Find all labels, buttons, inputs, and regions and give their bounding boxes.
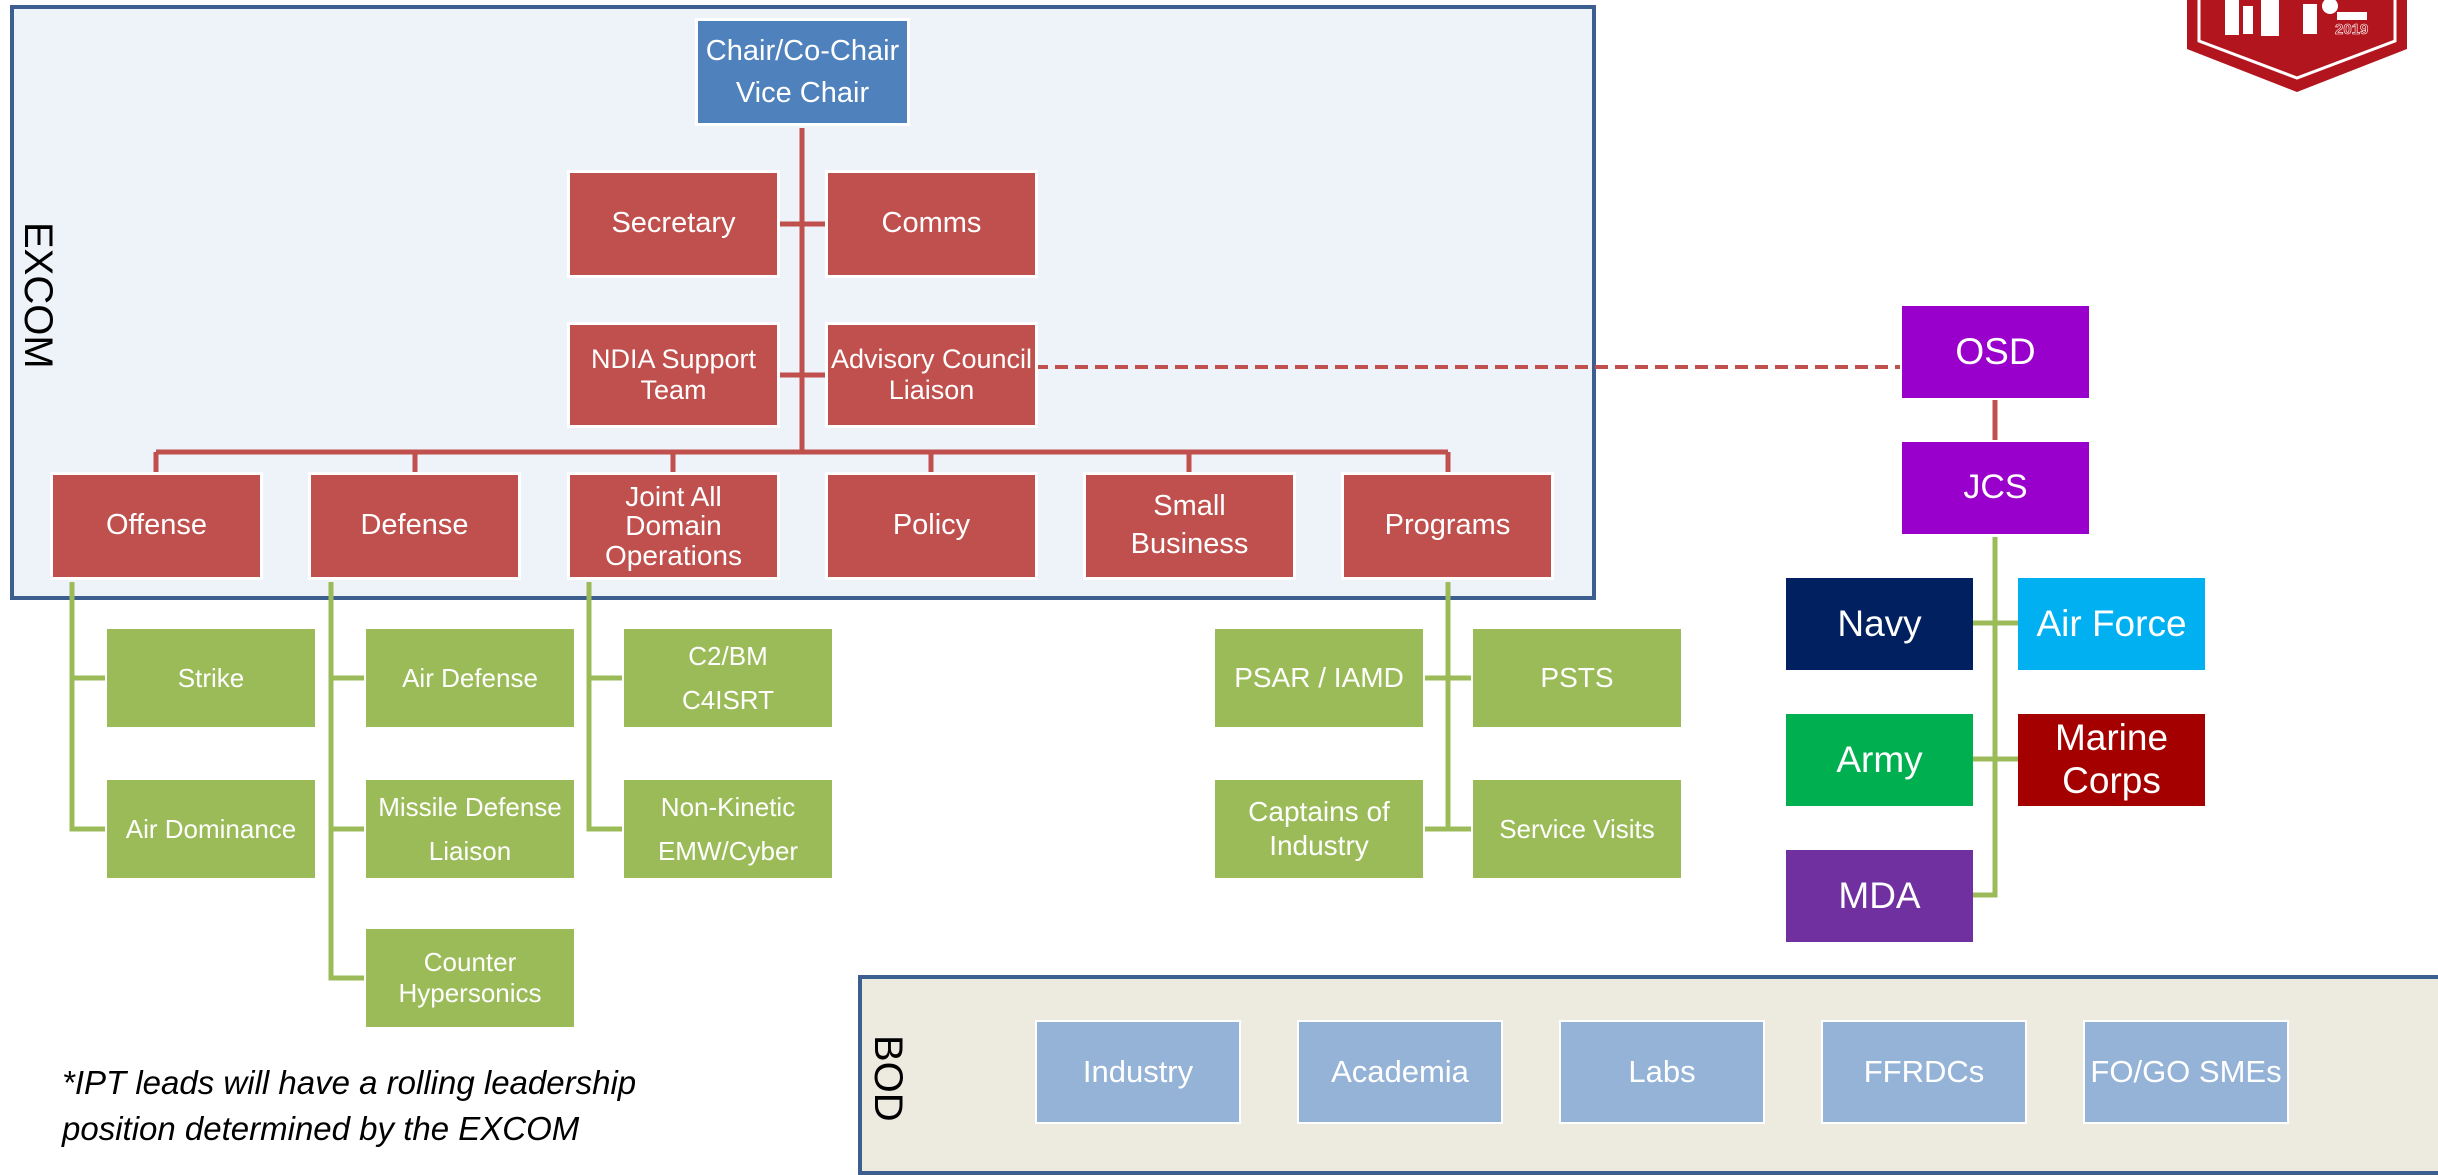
secretary-box: Secretary [567, 170, 780, 278]
ipt-small-business: Small Business [1083, 472, 1296, 580]
sub-strike: Strike [105, 627, 317, 729]
ipt-programs: Programs [1341, 472, 1554, 580]
ipt-joint-all-domain: Joint All Domain Operations [567, 472, 780, 580]
sub-counter-hypersonics: Counter Hypersonics [364, 927, 576, 1029]
jcs-box: JCS [1902, 442, 2089, 534]
sub-missile-defense-liaison: Missile Defense Liaison [364, 778, 576, 880]
bod-item-academia: Academia [1297, 1020, 1503, 1124]
bod-label: BOD [866, 1035, 910, 1122]
sub-air-defense: Air Defense [364, 627, 576, 729]
bod-item-labs: Labs [1559, 1020, 1765, 1124]
ipt-offense: Offense [50, 472, 263, 580]
ipt-policy: Policy [825, 472, 1038, 580]
osd-box: OSD [1902, 306, 2089, 398]
bod-item-industry: Industry [1035, 1020, 1241, 1124]
excom-label: EXCOM [16, 222, 60, 369]
logo-year: 2019 [2335, 21, 2368, 38]
sub-non-kinetic: Non-Kinetic EMW/Cyber [622, 778, 834, 880]
bod-item-ffrdcs: FFRDCs [1821, 1020, 2027, 1124]
air-force-box: Air Force [2018, 578, 2205, 670]
bod-item-fo-go-smes: FO/GO SMEs [2083, 1020, 2289, 1124]
event-logo: 2019 [2187, 0, 2407, 92]
sub-service-visits: Service Visits [1471, 778, 1683, 880]
mda-box: MDA [1786, 850, 1973, 942]
ipt-defense: Defense [308, 472, 521, 580]
ndia-support-box: NDIA Support Team [567, 322, 780, 428]
sub-psar-iamd: PSAR / IAMD [1213, 627, 1425, 729]
marine-corps-box: Marine Corps [2018, 714, 2205, 806]
comms-box: Comms [825, 170, 1038, 278]
sub-air-dominance: Air Dominance [105, 778, 317, 880]
sub-c2bm-c4isrt: C2/BM C4ISRT [622, 627, 834, 729]
sub-psts: PSTS [1471, 627, 1683, 729]
sub-captains-of-industry: Captains of Industry [1213, 778, 1425, 880]
footnote: *IPT leads will have a rolling leadershi… [62, 1064, 637, 1148]
army-box: Army [1786, 714, 1973, 806]
chair-box: Chair/Co-Chair Vice Chair [695, 18, 910, 126]
navy-box: Navy [1786, 578, 1973, 670]
advisory-council-box: Advisory Council Liaison [825, 322, 1038, 428]
